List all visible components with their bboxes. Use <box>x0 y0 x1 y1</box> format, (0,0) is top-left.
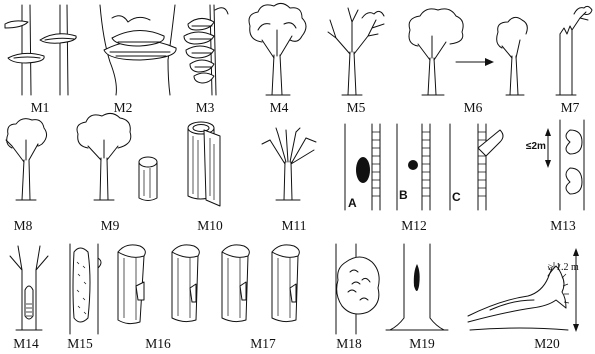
m13-illustration <box>545 120 584 210</box>
m4-illustration <box>249 3 306 95</box>
label-m11: M11 <box>281 219 306 233</box>
label-m16: M16 <box>145 337 171 351</box>
m10-illustration <box>188 122 220 206</box>
panel-c-letter: C <box>452 190 461 204</box>
label-m2: M2 <box>114 101 133 115</box>
height-label-m13: ≤2m <box>526 141 546 152</box>
panel-a-letter: A <box>348 196 357 210</box>
label-m13: M13 <box>550 219 576 233</box>
label-m20: M20 <box>534 337 560 351</box>
label-m6: M6 <box>464 101 483 115</box>
height-label-m20: ≥ 1.2 m <box>548 262 579 273</box>
m2-illustration <box>100 5 176 95</box>
m14-illustration <box>10 246 48 330</box>
label-m4: M4 <box>270 101 289 115</box>
label-m14: M14 <box>13 337 39 351</box>
panel-b-letter: B <box>399 188 408 202</box>
m8-illustration <box>6 119 47 200</box>
label-m12: M12 <box>401 219 427 233</box>
m6-illustration <box>409 9 527 95</box>
m18-illustration <box>336 244 379 334</box>
m7-illustration <box>556 6 592 95</box>
m19-illustration <box>386 244 448 330</box>
label-m17: M17 <box>250 337 276 351</box>
label-m10: M10 <box>197 219 223 233</box>
m16-illustration <box>118 245 145 324</box>
label-m15: M15 <box>67 337 93 351</box>
m20-illustration <box>468 248 579 332</box>
label-m3: M3 <box>196 101 215 115</box>
label-m1: M1 <box>31 101 50 115</box>
label-m8: M8 <box>14 219 33 233</box>
m1-illustration <box>5 5 76 95</box>
m11-illustration <box>262 128 316 200</box>
label-m19: M19 <box>409 337 435 351</box>
m17-illustration <box>172 245 299 322</box>
m12-illustration <box>345 124 503 210</box>
m15-illustration <box>70 244 101 334</box>
m3-illustration <box>184 5 228 95</box>
m5-illustration <box>328 8 384 95</box>
label-m9: M9 <box>101 219 120 233</box>
label-m18: M18 <box>336 337 362 351</box>
m9-illustration <box>77 113 157 200</box>
label-m5: M5 <box>347 101 366 115</box>
label-m7: M7 <box>561 101 580 115</box>
